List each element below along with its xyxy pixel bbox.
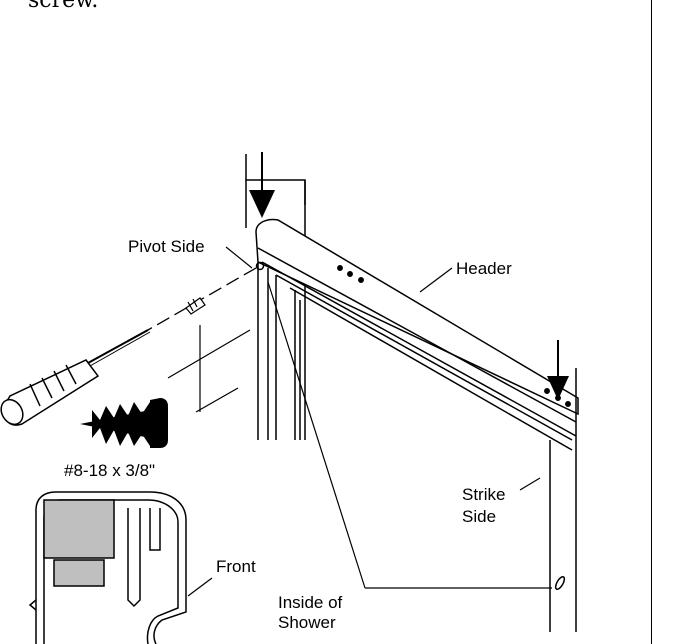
screwdriver-icon [0,329,151,426]
header-bar [255,218,579,451]
strike-wall [549,368,577,632]
label-front: Front [216,557,256,576]
label-header: Header [456,259,512,278]
pivot-wall [245,154,306,440]
bracket-lines [167,325,251,413]
leader-lines [187,246,552,597]
alignment-line [147,267,257,331]
label-side: Side [462,507,496,526]
down-arrow-icon [249,152,275,218]
down-arrow-icon [547,340,569,400]
continued-text: screw. [28,0,99,13]
label-inside-of: Inside of [278,593,343,612]
column-rule [651,0,652,644]
large-screw-icon [80,398,168,448]
cross-section [28,491,187,644]
label-pivot-side: Pivot Side [128,237,205,256]
label-strike: Strike [462,485,505,504]
label-screw-size: #8-18 x 3/8" [64,461,155,480]
small-screw-icon [185,297,206,315]
label-shower: Shower [278,613,336,632]
